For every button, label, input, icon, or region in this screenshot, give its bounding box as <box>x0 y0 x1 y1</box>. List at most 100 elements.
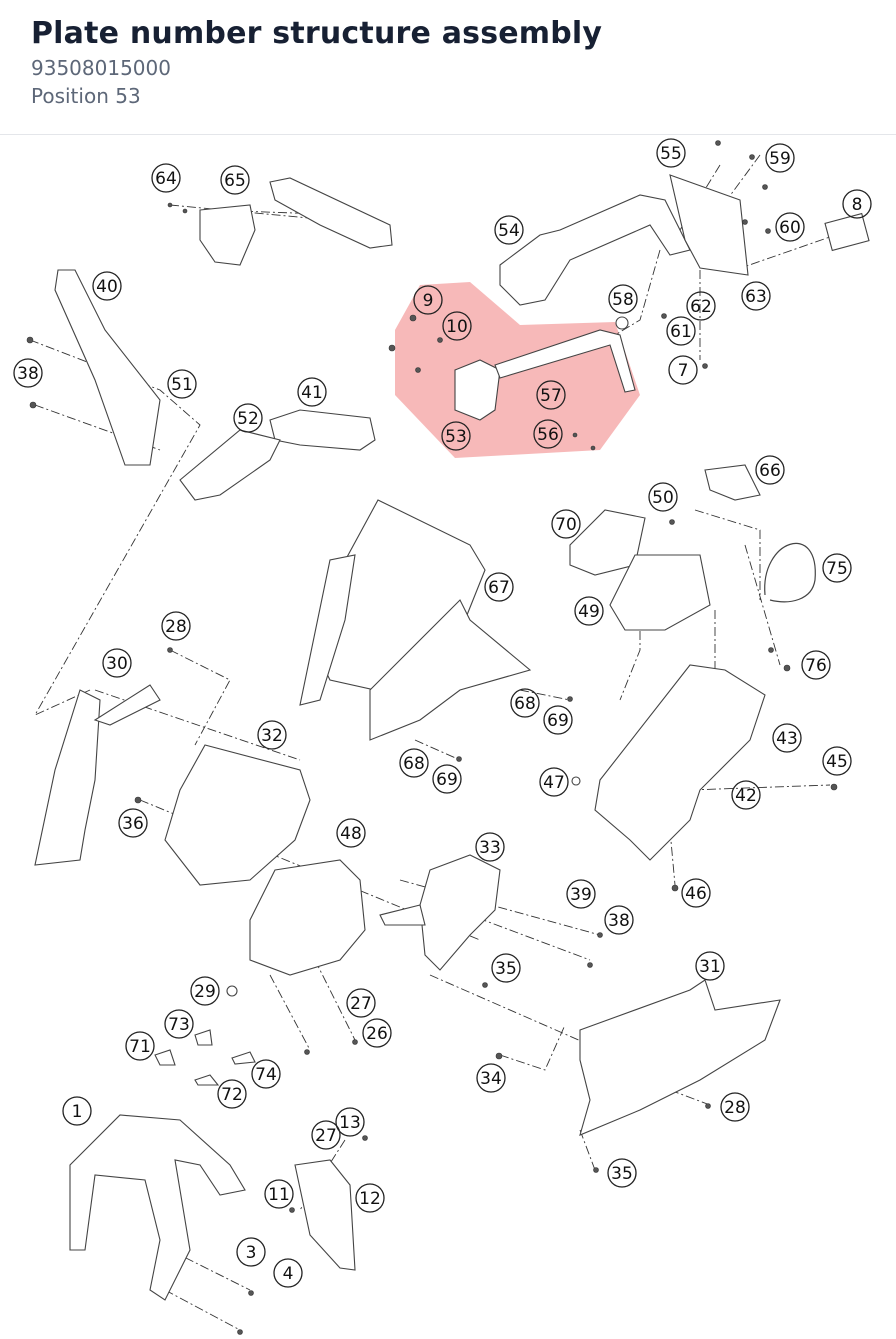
callout-28[interactable]: 28 <box>720 1092 750 1122</box>
callout-number: 38 <box>608 911 630 931</box>
callout-circle <box>494 215 524 245</box>
callout-number: 29 <box>194 982 216 1002</box>
callout-76[interactable]: 76 <box>801 650 831 680</box>
callout-53[interactable]: 53 <box>441 421 471 451</box>
callout-72[interactable]: 72 <box>217 1079 247 1109</box>
callout-number: 63 <box>745 287 767 307</box>
callout-62[interactable]: 62 <box>686 291 716 321</box>
callout-32[interactable]: 32 <box>257 720 287 750</box>
callout-11[interactable]: 11 <box>264 1179 294 1209</box>
callout-38[interactable]: 38 <box>13 358 43 388</box>
callout-1[interactable]: 1 <box>62 1096 92 1126</box>
callout-27[interactable]: 27 <box>311 1120 341 1150</box>
callout-circle <box>118 808 148 838</box>
callout-34[interactable]: 34 <box>476 1063 506 1093</box>
callout-number: 68 <box>403 754 425 774</box>
callout-9[interactable]: 9 <box>413 285 443 315</box>
callout-42[interactable]: 42 <box>731 780 761 810</box>
callout-59[interactable]: 59 <box>765 143 795 173</box>
callout-circle <box>102 648 132 678</box>
callout-3[interactable]: 3 <box>236 1237 266 1267</box>
callout-circle <box>491 953 521 983</box>
callout-circle <box>167 369 197 399</box>
callout-circle <box>13 358 43 388</box>
callout-69[interactable]: 69 <box>432 764 462 794</box>
callout-number: 39 <box>570 885 592 905</box>
callout-71[interactable]: 71 <box>125 1031 155 1061</box>
callout-number: 66 <box>759 461 781 481</box>
callout-52[interactable]: 52 <box>233 403 263 433</box>
callout-70[interactable]: 70 <box>551 509 581 539</box>
callout-circle <box>543 705 573 735</box>
callout-67[interactable]: 67 <box>484 572 514 602</box>
callout-number: 9 <box>423 291 434 311</box>
callout-26[interactable]: 26 <box>362 1018 392 1048</box>
callout-circle <box>432 764 462 794</box>
callout-55[interactable]: 55 <box>656 138 686 168</box>
callout-74[interactable]: 74 <box>251 1059 281 1089</box>
callout-43[interactable]: 43 <box>772 723 802 753</box>
callout-number: 67 <box>488 578 510 598</box>
callout-65[interactable]: 65 <box>220 165 250 195</box>
callout-12[interactable]: 12 <box>355 1183 385 1213</box>
callout-35[interactable]: 35 <box>491 953 521 983</box>
callout-circle <box>666 316 696 346</box>
callout-circle <box>441 421 471 451</box>
callout-circle <box>476 1063 506 1093</box>
callout-40[interactable]: 40 <box>92 271 122 301</box>
callout-number: 72 <box>221 1085 243 1105</box>
callout-64[interactable]: 64 <box>151 163 181 193</box>
callout-66[interactable]: 66 <box>755 455 785 485</box>
callout-60[interactable]: 60 <box>775 212 805 242</box>
callout-7[interactable]: 7 <box>668 355 698 385</box>
callout-54[interactable]: 54 <box>494 215 524 245</box>
callout-13[interactable]: 13 <box>335 1107 365 1137</box>
callout-68[interactable]: 68 <box>510 688 540 718</box>
callout-circle <box>755 455 785 485</box>
callout-8[interactable]: 8 <box>842 189 872 219</box>
callout-57[interactable]: 57 <box>536 380 566 410</box>
callout-36[interactable]: 36 <box>118 808 148 838</box>
callout-circle <box>842 189 872 219</box>
callout-51[interactable]: 51 <box>167 369 197 399</box>
callout-69[interactable]: 69 <box>543 705 573 735</box>
callout-45[interactable]: 45 <box>822 746 852 776</box>
callout-61[interactable]: 61 <box>666 316 696 346</box>
callout-49[interactable]: 49 <box>574 596 604 626</box>
callout-50[interactable]: 50 <box>648 482 678 512</box>
callout-30[interactable]: 30 <box>102 648 132 678</box>
callout-circle <box>311 1120 341 1150</box>
callout-circle <box>765 143 795 173</box>
callout-4[interactable]: 4 <box>273 1258 303 1288</box>
callout-68[interactable]: 68 <box>399 748 429 778</box>
callout-number: 48 <box>340 824 362 844</box>
part-29-nut <box>226 985 238 997</box>
callout-41[interactable]: 41 <box>297 377 327 407</box>
callout-circle <box>346 988 376 1018</box>
callout-47[interactable]: 47 <box>539 767 569 797</box>
callout-33[interactable]: 33 <box>475 832 505 862</box>
callout-58[interactable]: 58 <box>608 284 638 314</box>
callout-31[interactable]: 31 <box>695 951 725 981</box>
callout-number: 61 <box>670 322 692 342</box>
callout-63[interactable]: 63 <box>741 281 771 311</box>
callout-56[interactable]: 56 <box>533 419 563 449</box>
callout-39[interactable]: 39 <box>566 879 596 909</box>
callout-number: 31 <box>699 957 721 977</box>
callout-38[interactable]: 38 <box>604 905 634 935</box>
callout-circle <box>475 832 505 862</box>
callout-46[interactable]: 46 <box>681 878 711 908</box>
callout-48[interactable]: 48 <box>336 818 366 848</box>
callout-10[interactable]: 10 <box>442 311 472 341</box>
callout-number: 74 <box>255 1065 277 1085</box>
callout-75[interactable]: 75 <box>822 553 852 583</box>
callout-circle <box>539 767 569 797</box>
part-number: 93508015000 <box>31 56 171 80</box>
part-65-clip <box>199 204 256 266</box>
callout-29[interactable]: 29 <box>190 976 220 1006</box>
parts-drawings <box>34 174 870 1301</box>
callout-28[interactable]: 28 <box>161 611 191 641</box>
callout-35[interactable]: 35 <box>607 1158 637 1188</box>
callout-27[interactable]: 27 <box>346 988 376 1018</box>
callout-73[interactable]: 73 <box>164 1009 194 1039</box>
